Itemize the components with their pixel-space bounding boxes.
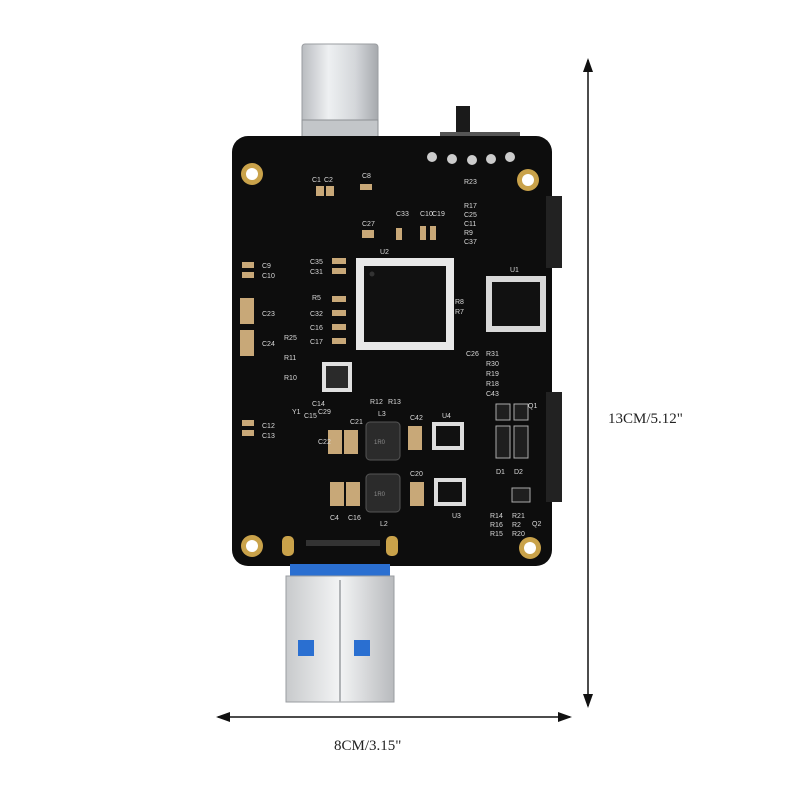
label-c25: C25	[464, 212, 477, 219]
width-dimension-arrow	[216, 712, 572, 722]
label-c33: C33	[396, 211, 409, 218]
label-r23: R23	[464, 179, 477, 186]
label-r17: R17	[464, 203, 477, 210]
label-r18: R18	[486, 381, 499, 388]
label-r7: R7	[455, 309, 464, 316]
label-c12: C12	[262, 423, 275, 430]
label-c29: C29	[318, 409, 331, 416]
label-c22: C22	[318, 439, 331, 446]
label-c20: C20	[410, 471, 423, 478]
label-r2: R2	[512, 522, 521, 529]
label-c35: C35	[310, 259, 323, 266]
label-c42: C42	[410, 415, 423, 422]
label-r20: R20	[512, 531, 525, 538]
height-dimension-label: 13CM/5.12"	[608, 411, 683, 427]
slide-switch	[440, 106, 520, 138]
label-d1: D1	[496, 469, 505, 476]
inductor-l2-code: 1R0	[374, 492, 386, 498]
label-r13: R13	[388, 399, 401, 406]
label-c15: C15	[304, 413, 317, 420]
label-c32: C32	[310, 311, 323, 318]
label-c27: C27	[362, 221, 375, 228]
label-c31: C31	[310, 269, 323, 276]
label-c8: C8	[362, 173, 371, 180]
label-c10-top: C10	[420, 211, 433, 218]
label-r9: R9	[464, 230, 473, 237]
inductor-l3-code: 1R0	[374, 440, 386, 446]
silkscreen-labels: C1 C2 C8 R23 R17 C25 C11 R9 C37 C27 C33 …	[262, 173, 541, 538]
label-c17: C17	[310, 339, 323, 346]
label-c16-top: C16	[310, 325, 323, 332]
label-r21: R21	[512, 513, 525, 520]
label-c10-left: C10	[262, 273, 275, 280]
label-r12: R12	[370, 399, 383, 406]
label-c19: C19	[432, 211, 445, 218]
label-r15: R15	[490, 531, 503, 538]
label-c21: C21	[350, 419, 363, 426]
label-r31: R31	[486, 351, 499, 358]
height-dimension-arrow	[583, 58, 593, 708]
label-q2: Q2	[532, 521, 541, 528]
label-c37: C37	[464, 239, 477, 246]
pcb-board	[232, 136, 562, 566]
label-u4: U4	[442, 413, 451, 420]
label-u3: U3	[452, 513, 461, 520]
label-r19: R19	[486, 371, 499, 378]
label-c23: C23	[262, 311, 275, 318]
label-c16-bottom: C16	[348, 515, 361, 522]
label-c26: C26	[466, 351, 479, 358]
label-c1: C1	[312, 177, 321, 184]
label-r16: R16	[490, 522, 503, 529]
label-d2: D2	[514, 469, 523, 476]
label-c14: C14	[312, 401, 325, 408]
label-c2: C2	[324, 177, 333, 184]
width-dimension-label: 8CM/3.15"	[334, 738, 402, 754]
label-r8: R8	[455, 299, 464, 306]
label-y1: Y1	[292, 409, 301, 416]
label-r30: R30	[486, 361, 499, 368]
label-l3: L3	[378, 411, 386, 418]
label-c9: C9	[262, 263, 271, 270]
label-r14: R14	[490, 513, 503, 520]
label-r25: R25	[284, 335, 297, 342]
label-q1: Q1	[528, 403, 537, 410]
label-c24: C24	[262, 341, 275, 348]
label-c13: C13	[262, 433, 275, 440]
usb-a-connector	[285, 564, 395, 703]
components	[240, 184, 546, 513]
label-c4: C4	[330, 515, 339, 522]
label-u1: U1	[510, 267, 519, 274]
label-r11: R11	[284, 355, 296, 362]
label-l2: L2	[380, 521, 388, 528]
label-r5: R5	[312, 295, 321, 302]
label-c43: C43	[486, 391, 499, 398]
label-c11: C11	[464, 221, 476, 228]
label-u2: U2	[380, 249, 389, 256]
label-r10: R10	[284, 375, 297, 382]
